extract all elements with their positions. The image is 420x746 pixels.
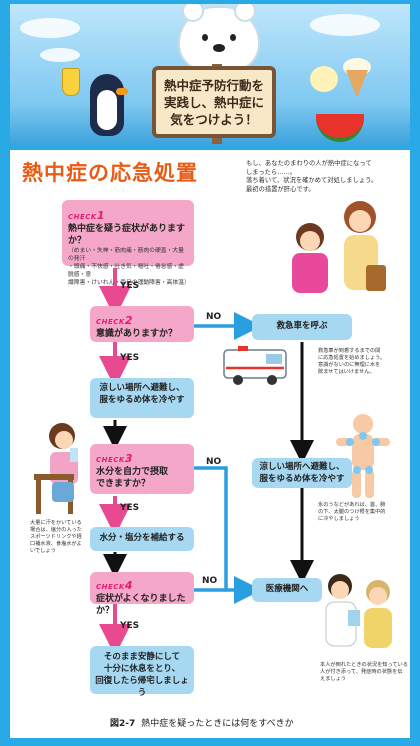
check-4-box: CHECK4 症状がよくなりましたか？ bbox=[90, 572, 194, 616]
diagram-title: 熱中症の応急処置 bbox=[22, 161, 198, 185]
check-3-box: CHECK3 水分を自力で摂取 できますか？ bbox=[90, 444, 194, 494]
yes-label-4: YES bbox=[120, 621, 140, 631]
check-3-question: 水分を自力で摂取 できますか？ bbox=[96, 467, 169, 489]
arrow-no-3 bbox=[194, 466, 262, 604]
caregiver-illustration bbox=[292, 201, 386, 293]
intro-text: もし、あなたのまわりの人が熱中症になって しまったら……。 落ち着いて、状況を確… bbox=[246, 160, 378, 193]
drink-note: 大量に汗をかいている 場合は、塩分の入った スポーツドリンクや経 口補水液、食塩… bbox=[30, 520, 82, 554]
ambulance-icon bbox=[223, 346, 287, 385]
ambulance-box: 救急車を呼ぶ bbox=[252, 314, 352, 340]
tropical-drink-icon bbox=[62, 68, 80, 96]
yes-label-3: YES bbox=[120, 503, 140, 513]
cool-down-box-right: 涼しい場所へ避難し、 服をゆるめ体を冷やす bbox=[252, 458, 352, 488]
nurse-doctor-illustration bbox=[325, 574, 392, 648]
cool-note: 氷のうなどがあれば、首、腋 の下、太腿のつけ根を集中的 に冷やしましょう bbox=[318, 502, 386, 522]
check-4-label: CHECK4 bbox=[96, 579, 133, 592]
rest-box: そのまま安静にして 十分に休息をとり、 回復したら帰宅しましょう bbox=[90, 646, 194, 698]
check-1-label: CHECK1 bbox=[68, 209, 105, 222]
check-1-box: CHECK1 熱中症を疑う症状がありますか？ （めまい・失神・筋肉痛・筋肉の硬直… bbox=[62, 200, 194, 286]
check-2-box: CHECK2 意識がありますか？ bbox=[90, 306, 194, 342]
shaved-ice-icon bbox=[310, 66, 338, 92]
check-1-question: 熱中症を疑う症状がありますか？ bbox=[68, 224, 186, 246]
penguin-illustration bbox=[90, 74, 128, 136]
ambulance-note: 救急車が到着するまでの間 に応急処置を始めましょう。 意識がないのに無理に水を … bbox=[318, 348, 386, 375]
check-4-question: 症状がよくなりましたか？ bbox=[96, 594, 186, 616]
hospital-box: 医療機関へ bbox=[252, 578, 322, 602]
check-2-question: 意識がありますか？ bbox=[96, 329, 178, 339]
ice-cream-cone-icon bbox=[346, 70, 368, 98]
cooling-body-illustration bbox=[336, 414, 390, 498]
hospital-note: 本人が倒れたときの状況を知っている 人が付き添って、発症時の状態を伝 えましょう bbox=[320, 662, 408, 682]
no-label-3: NO bbox=[206, 457, 222, 467]
child-drinking-illustration bbox=[34, 423, 78, 514]
hydrate-box: 水分・塩分を補給する bbox=[90, 527, 194, 551]
no-label-4: NO bbox=[202, 576, 218, 586]
yes-label-2: YES bbox=[120, 353, 140, 363]
check-3-label: CHECK3 bbox=[96, 452, 133, 465]
yes-label-1: YES bbox=[120, 281, 140, 291]
top-banner: 熱中症予防行動を 実践し、熱中症に 気をつけよう！ bbox=[10, 4, 410, 146]
check-1-symptoms: （めまい・失神・筋肉痛・筋肉の硬直・大量の発汗 ・頭痛・不快感・吐き気・嘔吐・倦… bbox=[68, 248, 190, 286]
cool-down-box-left: 涼しい場所へ避難し、 服をゆるめ体を冷やす bbox=[90, 378, 194, 418]
check-2-label: CHECK2 bbox=[96, 314, 133, 327]
banner-sign: 熱中症予防行動を 実践し、熱中症に 気をつけよう！ bbox=[152, 66, 276, 138]
no-label-2: NO bbox=[206, 312, 222, 322]
